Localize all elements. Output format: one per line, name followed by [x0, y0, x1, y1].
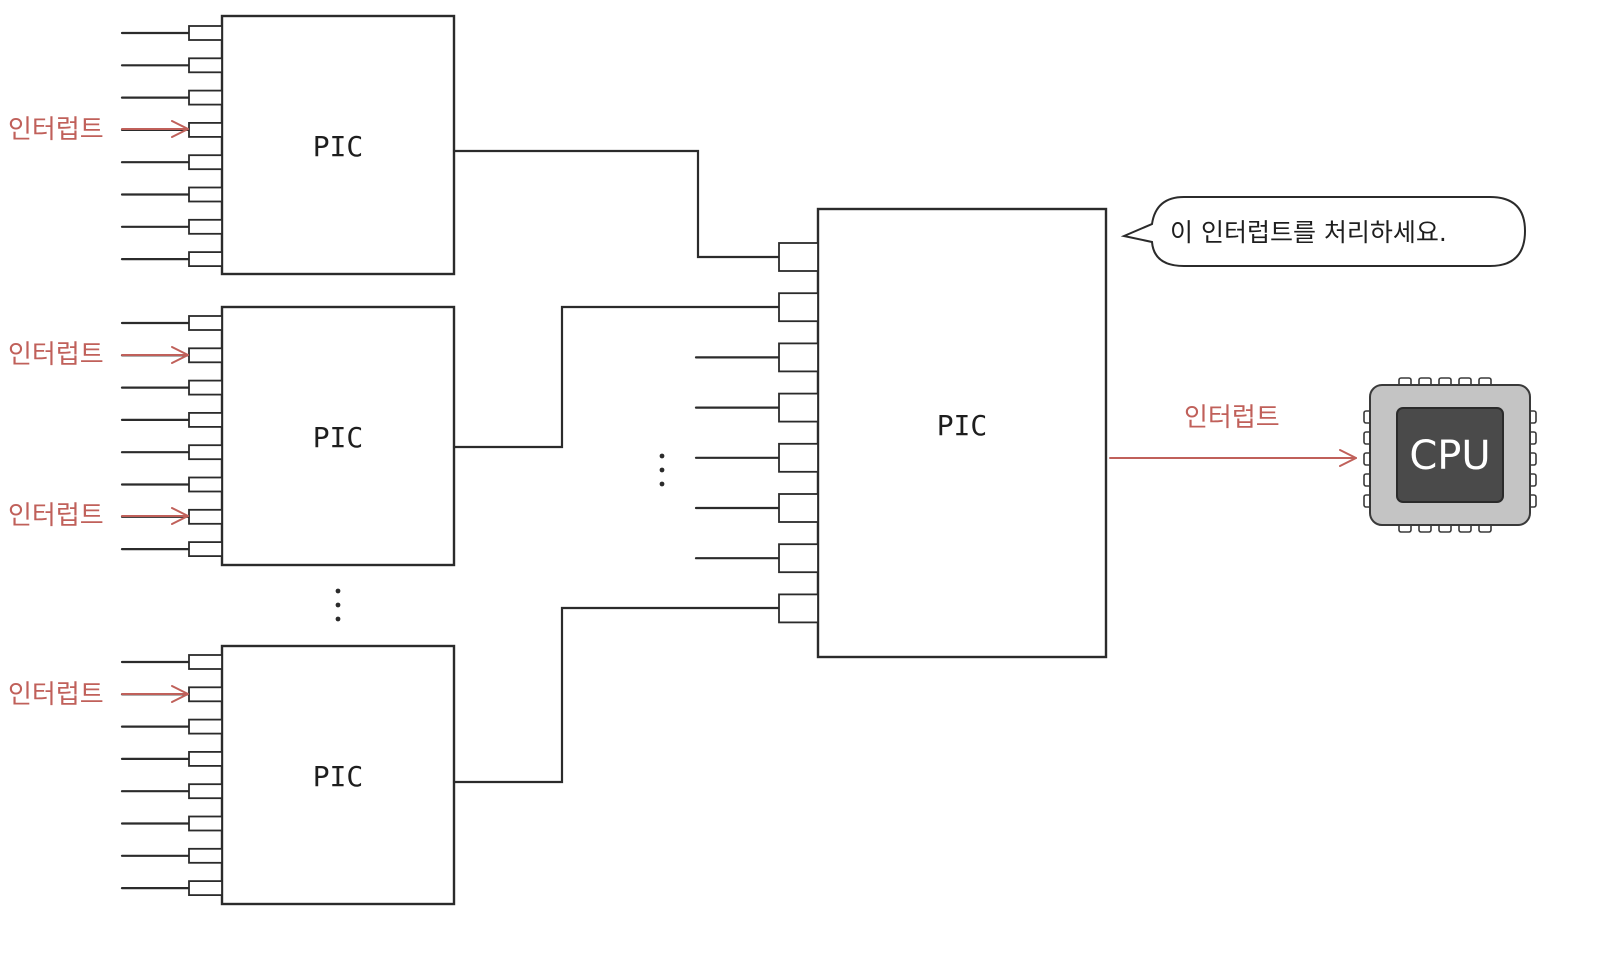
wire-pic-1-to-master	[452, 149, 781, 259]
pic-chip-2-pins	[120, 315, 223, 557]
pic-chip-1-body	[220, 14, 456, 276]
input-pin	[188, 476, 223, 493]
input-pin	[188, 783, 223, 800]
input-pin	[188, 122, 223, 138]
pic-chip-1-pins	[120, 25, 223, 268]
pic-chip-2-body	[220, 305, 456, 567]
cpu-label: CPU	[1409, 433, 1490, 479]
pic-chip-master-pins	[694, 242, 819, 624]
vertical-ellipsis-master	[659, 453, 665, 487]
interrupt-input-4: 인터럽트	[8, 680, 189, 710]
input-pin	[188, 154, 223, 171]
input-pin	[188, 815, 223, 832]
input-pin	[778, 493, 819, 523]
ellipsis-dot	[659, 453, 665, 459]
interrupt-input-2: 인터럽트	[8, 340, 189, 370]
input-pin	[188, 57, 223, 74]
input-pin	[188, 508, 223, 525]
wire-pic-3-to-master	[452, 606, 781, 784]
input-pin	[778, 342, 819, 373]
speech-bubble-shape	[1120, 196, 1527, 267]
pic-chip-1-label: PIC	[313, 130, 364, 163]
input-pin	[188, 251, 223, 268]
input-pin	[188, 880, 223, 896]
input-pin	[188, 751, 223, 767]
pic-chip-3: PIC	[120, 644, 456, 906]
input-pin	[778, 242, 819, 272]
input-pin	[188, 847, 223, 864]
input-pin	[188, 186, 223, 203]
pic-chip-master-body	[816, 207, 1108, 659]
input-pin	[778, 593, 819, 624]
interrupt-to-cpu: 인터럽트	[1109, 403, 1357, 467]
vertical-ellipsis-left	[335, 588, 341, 622]
wire-pic-2-to-master	[452, 305, 781, 449]
input-pin	[778, 543, 819, 574]
input-pin	[188, 347, 223, 364]
pic-chip-1: PIC	[120, 14, 456, 276]
interrupt-input-3: 인터럽트	[8, 501, 189, 531]
cpu-die	[1396, 407, 1504, 503]
interrupt-label: 인터럽트	[8, 680, 104, 710]
pic-chip-3-label: PIC	[313, 760, 364, 793]
input-pin	[188, 654, 223, 670]
ellipsis-dot	[659, 467, 665, 473]
input-pin	[778, 292, 819, 323]
input-pin	[188, 444, 223, 461]
input-pin	[188, 411, 223, 428]
input-pin	[188, 315, 223, 331]
speech-bubble-text: 이 인터럽트를 처리하세요.	[1170, 218, 1447, 247]
interrupt-label: 인터럽트	[8, 501, 104, 531]
input-pin	[188, 541, 223, 557]
cpu-chip: CPU	[1363, 377, 1537, 533]
input-pin	[188, 718, 223, 735]
input-pin	[188, 379, 223, 396]
pic-chip-2-label: PIC	[313, 421, 364, 454]
pic-chip-master-label: PIC	[937, 409, 988, 442]
input-pin	[188, 25, 223, 41]
speech-bubble: 이 인터럽트를 처리하세요.	[1120, 196, 1527, 267]
interrupt-label: 인터럽트	[8, 340, 104, 370]
input-pin	[188, 218, 223, 235]
ellipsis-dot	[659, 481, 665, 487]
ellipsis-dot	[335, 616, 341, 622]
input-pin	[778, 392, 819, 423]
ellipsis-dot	[335, 588, 341, 594]
pic-chip-master: PIC	[694, 207, 1108, 659]
input-pin	[188, 89, 223, 106]
input-pin	[778, 442, 819, 473]
pic-chip-2: PIC	[120, 305, 456, 567]
ellipsis-dot	[335, 602, 341, 608]
pic-chip-3-pins	[120, 654, 223, 896]
interrupt-label: 인터럽트	[1184, 403, 1280, 433]
pic-chip-3-body	[220, 644, 456, 906]
interrupt-label: 인터럽트	[8, 115, 104, 145]
interrupt-input-1: 인터럽트	[8, 115, 189, 145]
input-pin	[188, 686, 223, 703]
